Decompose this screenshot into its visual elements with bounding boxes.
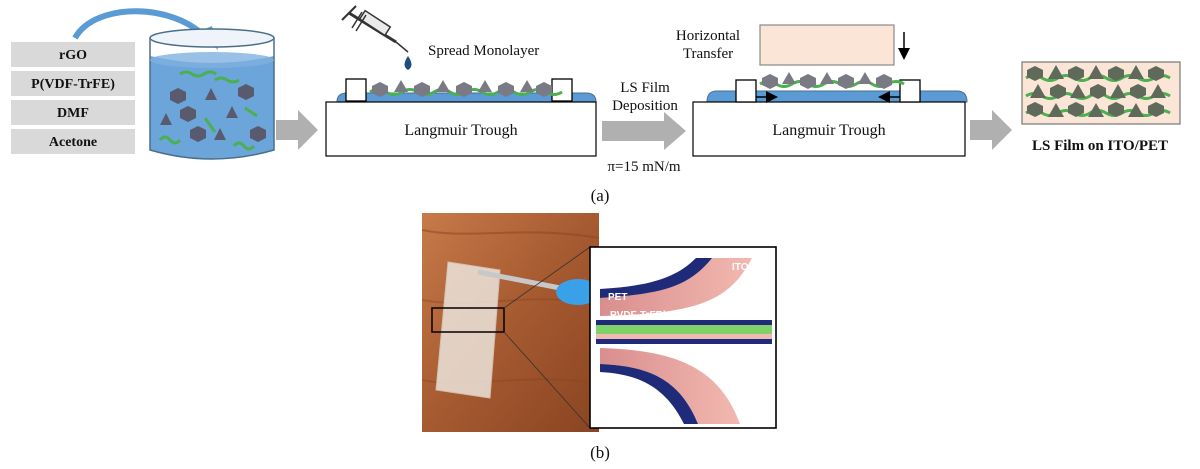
zoom-box (431, 307, 505, 333)
ingredient-rgo: rGO (59, 48, 87, 63)
pour-arrow (72, 8, 211, 43)
solution-particles (158, 70, 266, 151)
monolayer-2 (759, 72, 905, 89)
panel-b-label: (b) (590, 443, 610, 462)
ito-top (600, 258, 752, 316)
monolayer-1 (369, 80, 563, 97)
trough-2-label: Langmuir Trough (772, 122, 885, 139)
inset-film-label: PVDF-TrFE/rGO (610, 310, 685, 321)
tweezers (477, 269, 561, 291)
spread-monolayer-label: Spread Monolayer (428, 43, 539, 59)
result-label: LS Film on ITO/PET (1032, 138, 1168, 154)
beaker (149, 28, 275, 160)
ls-film-result (1021, 61, 1181, 125)
substrate-plate (759, 24, 895, 66)
film-photo (421, 213, 600, 432)
transparent-film (435, 261, 501, 399)
ito-bottom (600, 348, 740, 424)
panel-a-label: (a) (591, 186, 610, 205)
ingredient-list: rGO P(VDF-TrFE) DMF Acetone (9, 40, 137, 156)
langmuir-trough-2: Langmuir Trough (692, 72, 968, 157)
tweezer-handle (556, 279, 600, 305)
flow-arrow-1 (276, 110, 318, 150)
flow-arrow-2 (602, 112, 686, 150)
deposition-line1: LS Film (620, 80, 670, 96)
transfer-line2: Transfer (683, 46, 733, 62)
barrier-left-1 (345, 78, 367, 102)
inset-pet-label: PET (608, 292, 627, 303)
langmuir-trough-1: Langmuir Trough (325, 78, 597, 157)
ingredient-pvdf-trfe: P(VDF-TrFE) (31, 77, 115, 92)
flow-arrow-3 (970, 110, 1012, 150)
droplet-icon (404, 56, 412, 70)
structure-inset: ITO PET PVDF-TrFE/rGO (589, 246, 777, 429)
barrier-right-1 (551, 78, 573, 102)
panel-a: rGO P(VDF-TrFE) DMF Acetone (9, 5, 1181, 205)
barrier-left-2 (735, 79, 757, 103)
ingredient-dmf: DMF (57, 106, 89, 121)
film-layer (596, 325, 772, 334)
surface-pressure: π=15 mN/m (607, 159, 680, 175)
pet-bottom (600, 364, 698, 424)
inset-ito-label: ITO (732, 262, 749, 273)
syringe-icon (341, 5, 412, 70)
ingredient-acetone: Acetone (49, 135, 97, 150)
trough-1-label: Langmuir Trough (404, 122, 517, 139)
pet-top (600, 258, 712, 298)
transfer-line1: Horizontal (676, 28, 740, 44)
panel-b: ITO PET PVDF-TrFE/rGO (b) (421, 213, 777, 462)
barrier-right-2 (899, 79, 921, 103)
deposition-line2: Deposition (612, 98, 678, 114)
